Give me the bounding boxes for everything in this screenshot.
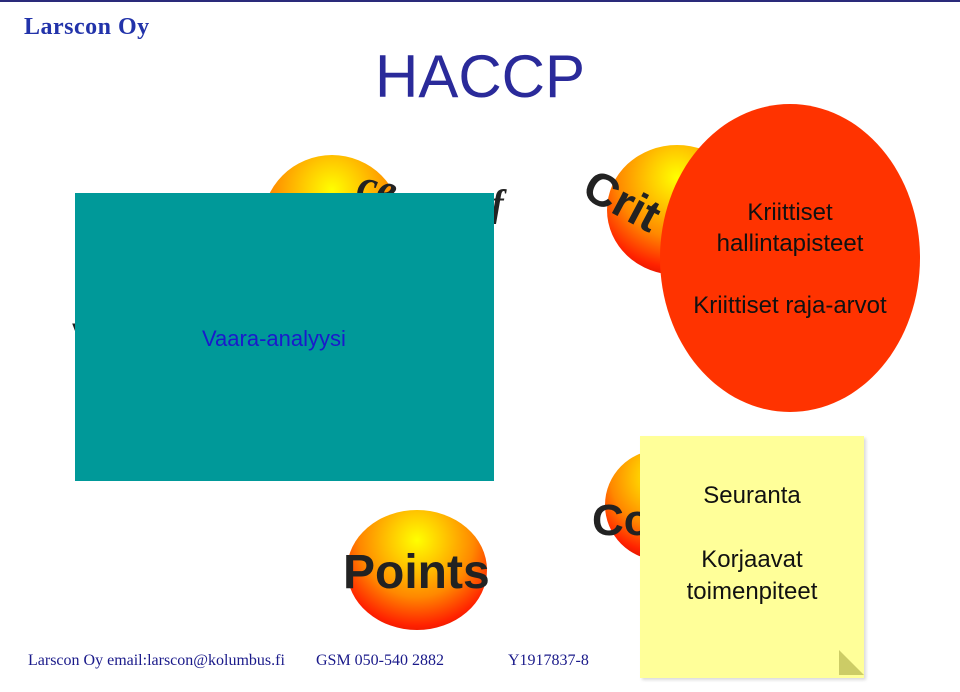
footer-phone: GSM 050-540 2882	[316, 652, 445, 669]
red-text-line1: Kriittiset	[747, 199, 833, 226]
page-title: HACCP	[374, 43, 586, 110]
teal-overlay-panel	[75, 193, 494, 481]
footer-contact: Larscon Oy email:larscon@kolumbus.fi	[28, 652, 285, 669]
red-text-line2: hallintapisteet	[716, 230, 864, 257]
red-text-line3: Kriittiset raja-arvot	[693, 292, 887, 319]
orb-word-points: Points	[343, 546, 490, 599]
note-fold-corner	[839, 650, 864, 675]
footer-business-id: Y1917837-8	[508, 652, 589, 669]
sticky-note	[640, 436, 864, 678]
top-rule	[0, 0, 960, 2]
orb-points	[347, 510, 487, 630]
note-text-monitoring: Seuranta	[703, 482, 801, 509]
company-logo: Larscon Oy	[24, 14, 150, 40]
red-ellipse-overlay	[660, 104, 920, 412]
note-text-corrective-2: toimenpiteet	[686, 578, 818, 605]
hazard-analysis-label: Vaara-analyysi	[202, 326, 346, 351]
note-text-corrective-1: Korjaavat	[701, 546, 803, 573]
